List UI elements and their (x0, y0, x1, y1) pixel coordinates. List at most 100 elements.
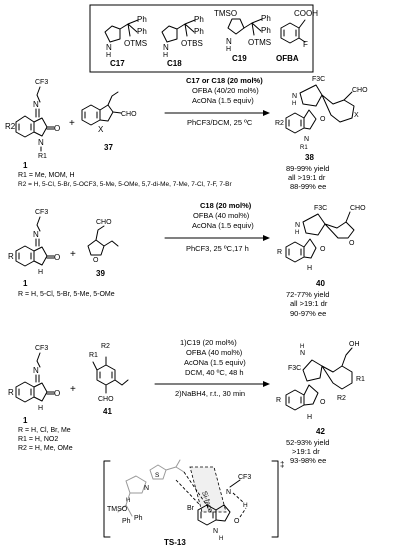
r2-sub1-cf3: CF3 (35, 209, 48, 216)
r3-prod-r: R (276, 397, 281, 404)
r2-substrate-39: O CHO 39 (87, 219, 119, 278)
r3-cond-line3: AcONa (1.5 equiv) (184, 358, 246, 367)
c17-n: N (106, 43, 112, 52)
r1-sub2-label: 37 (104, 143, 113, 152)
r2-sub2-label: 39 (96, 269, 105, 278)
ts-br: Br (187, 505, 195, 512)
r3-ee: 93-98% ee (290, 456, 326, 465)
transition-state-ts13: ‡ S Si-face N H Ph Ph TMSO Br N CF3 O H … (103, 459, 284, 547)
r1-arrow-head (263, 110, 270, 116)
r1-sub1-cf3: CF3 (35, 79, 48, 86)
r3-yield: 52-93% yield (286, 438, 329, 447)
ts-h-bond: H (243, 502, 248, 509)
r3-cond-line4: DCM, 40 ºC, 48 h (185, 368, 244, 377)
ts-left-bracket (103, 460, 111, 538)
r3-r-definition: R = H, Cl, Br, Me (18, 427, 71, 434)
r1-yield: 89-99% yield (286, 164, 329, 173)
c18-label: C18 (167, 59, 182, 68)
ts-cf3: CF3 (238, 474, 251, 481)
r1-sub1-r1: R1 (38, 153, 47, 160)
ts-ph1: Ph (122, 518, 131, 525)
c17-ph1: Ph (137, 15, 147, 24)
c19-tmso: TMSO (214, 9, 237, 18)
r2-ee: 90-97% ee (290, 309, 326, 318)
r2-arrow-head (263, 235, 270, 241)
ts-iminium-n: N (144, 485, 149, 492)
r2-prod-ofuran: O (349, 240, 355, 247)
r2-sub2-cho: CHO (96, 219, 112, 226)
r2-product-40: F3C N H O H R CHO O 40 (277, 205, 366, 288)
catalyst-c18: N H Ph Ph OTBS C18 (161, 15, 204, 68)
r1-sub1-label: 1 (23, 161, 28, 170)
r3-sub1-r: R (8, 388, 14, 397)
r3-prod-r2: R2 (337, 395, 346, 402)
ts-o: O (234, 518, 240, 525)
ts-thiophene-s: S (155, 472, 160, 479)
r2-prod-nh: H (307, 265, 312, 272)
reaction-2: CF3 N O H R 1 + O CHO 39 C18 (20 mol%) O… (8, 201, 366, 318)
r1-substrate-37: X CHO 37 (81, 91, 137, 152)
c19-ph2: Ph (261, 26, 271, 35)
r3-sub2-label: 41 (103, 407, 112, 416)
r1-prod-n: N (304, 136, 309, 143)
r3-product-42: F3C N H O H R OH R1 R2 42 (276, 341, 365, 436)
r3-prod-o: O (320, 399, 326, 406)
c18-ph2: Ph (194, 27, 204, 36)
r1-cond-line4: PhCF3/DCM, 25 ºC (187, 118, 253, 127)
r2-cond-line1: C18 (20 mol%) (200, 201, 252, 210)
r3-sub2-r1: R1 (89, 352, 98, 359)
catalyst-panel: N H Ph Ph OTMS C17 N H Ph Ph OTBS C18 TM… (89, 4, 318, 73)
ts-right-bracket (271, 460, 279, 538)
ts-label: TS-13 (164, 538, 186, 547)
r3-prod-r1: R1 (356, 376, 365, 383)
r3-prod-label: 42 (316, 427, 325, 436)
r2-cond-line4: PhCF3, 25 ºC,17 h (186, 244, 249, 253)
r3-prod-n1: N (300, 350, 305, 357)
r1-sub1-n-imine: N (33, 100, 39, 109)
r2-sub1-nh: H (38, 269, 43, 276)
r2-cond-line3: AcONa (1.5 equiv) (192, 221, 254, 230)
c18-n: N (163, 43, 169, 52)
r2-plus: + (70, 249, 76, 260)
r3-prod-nh: H (307, 414, 312, 421)
c19-otms: OTMS (248, 38, 271, 47)
c18-h: H (163, 52, 168, 59)
r1-prod-x: X (354, 112, 359, 119)
r1-cond-line1: C17 or C18 (20 mol%) (186, 76, 263, 85)
r1-sub1-n: N (38, 138, 44, 147)
c17-label: C17 (110, 59, 125, 68)
r2-dr: all >19:1 dr (290, 299, 328, 308)
r2-sub1-n-imine: N (33, 230, 39, 239)
r2-prod-f3c: F3C (314, 205, 327, 212)
r3-sub1-nh: H (38, 405, 43, 412)
r3-sub1-o: O (54, 389, 60, 398)
ofba-cooh: COOH (294, 9, 318, 18)
r1-prod-o: O (320, 116, 326, 123)
ts-ph2: Ph (134, 515, 143, 522)
ts-tmso: TMSO (107, 506, 128, 513)
r1-prod-r1: R1 (300, 145, 308, 151)
r1-r1-definition: R1 = Me, MOM, H (18, 172, 75, 179)
ts-si-face-plane (189, 466, 227, 513)
r3-prod-f3c: F3C (288, 365, 301, 372)
r2-prod-o: O (320, 246, 326, 253)
r3-r1-definition: R1 = H, NO2 (18, 436, 58, 443)
r3-sub1-n-imine: N (33, 366, 39, 375)
r1-plus: + (69, 118, 75, 129)
r3-prod-oh: OH (349, 341, 360, 348)
r1-sub1-r2: R2 (5, 122, 16, 131)
r3-plus: + (70, 384, 76, 395)
r2-sub1-label: 1 (23, 279, 28, 288)
r1-prod-h1: H (292, 101, 296, 107)
c17-h: H (106, 52, 111, 59)
r1-dr: all >19:1 dr (288, 173, 326, 182)
r2-prod-h1: H (295, 230, 299, 236)
r1-prod-r2: R2 (275, 120, 284, 127)
catalyst-box-frame (89, 4, 314, 73)
catalyst-c19: TMSO N H Ph Ph OTMS C19 (214, 9, 271, 63)
ofba-f: F (303, 40, 308, 49)
r1-sub2-cho: CHO (121, 111, 137, 118)
catalyst-ofba: COOH F OFBA (276, 9, 318, 63)
r1-ee: 88-99% ee (290, 182, 326, 191)
r1-cond-line3: AcONa (1.5 equiv) (192, 96, 254, 105)
